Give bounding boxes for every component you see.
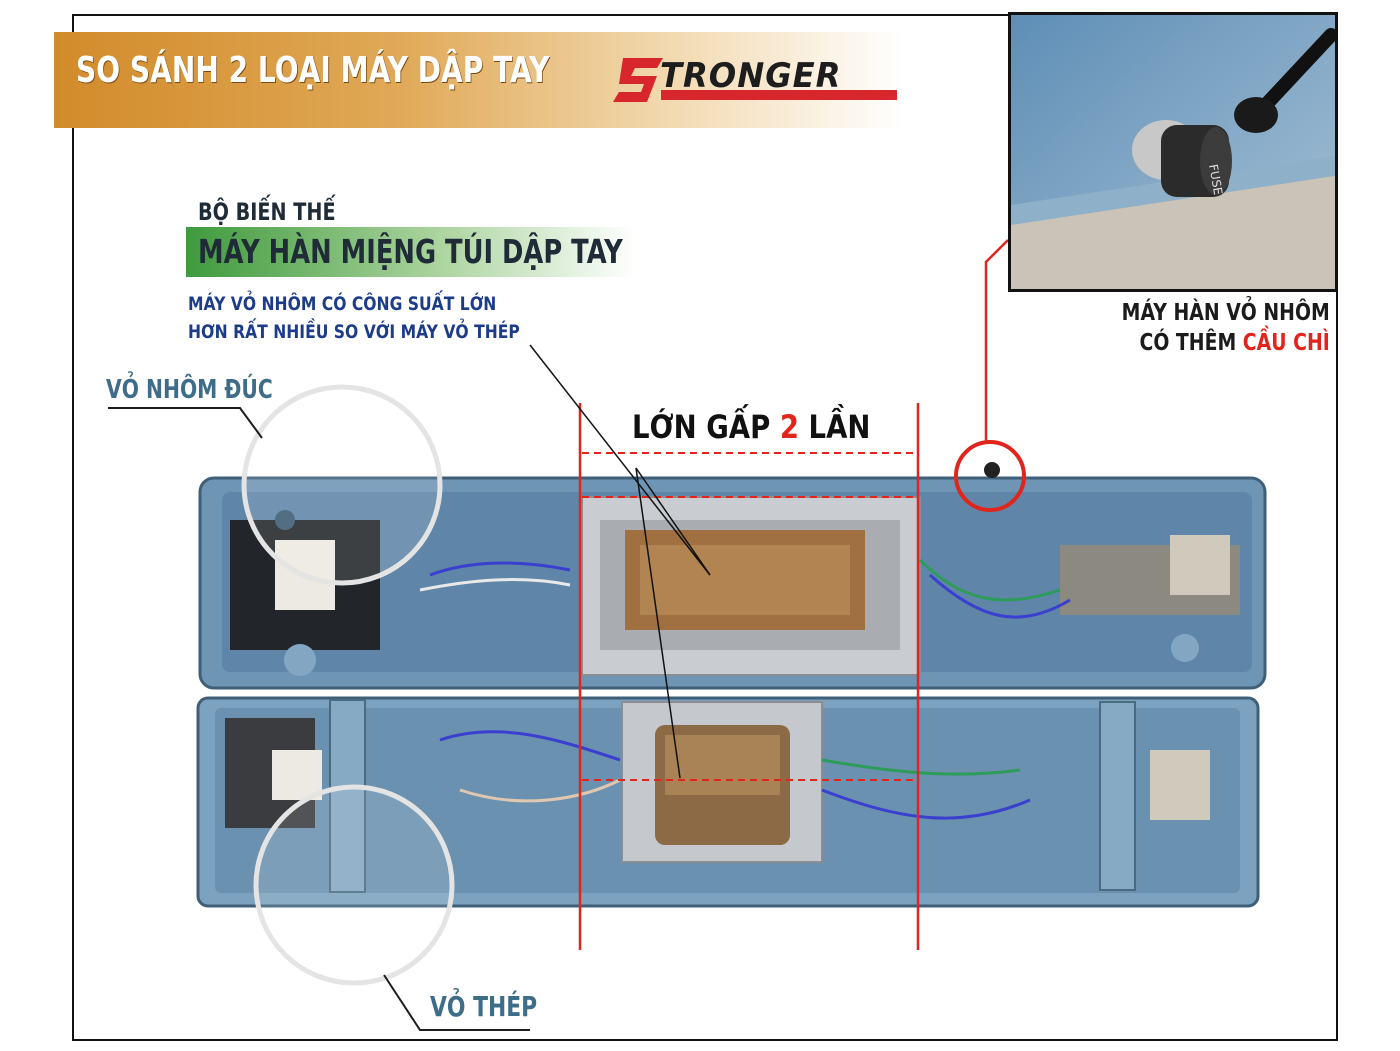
description-line-1: MÁY VỎ NHÔM CÓ CÔNG SUẤT LỚN: [188, 293, 497, 315]
comparison-number: 2: [779, 408, 799, 446]
size-comparison-markers: [578, 403, 920, 950]
highlight-banner: [186, 227, 636, 277]
fuse-highlight-circle: [954, 440, 1026, 512]
comparison-suffix: LẦN: [798, 408, 871, 446]
description-line-2: HƠN RẤT NHIỀU SO VỚI MÁY VỎ THÉP: [188, 321, 520, 343]
aluminum-machine: [198, 476, 1267, 690]
fuse-caption-prefix: CÓ THÊM: [1139, 330, 1244, 356]
steel-machine: [196, 696, 1260, 908]
title-banner: [54, 32, 904, 128]
product-heading: MÁY HÀN MIỆNG TÚI DẬP TAY: [198, 232, 623, 271]
page-title: SO SÁNH 2 LOẠI MÁY DẬP TAY: [76, 50, 550, 91]
fuse-word: CẦU CHÌ: [1243, 330, 1330, 356]
transformer-label: BỘ BIẾN THẾ: [198, 198, 336, 226]
fuse-caption-line-2: CÓ THÊM CẦU CHÌ: [1122, 328, 1330, 358]
brand-name: TRONGER: [660, 56, 842, 96]
aluminum-magnifier: [241, 384, 443, 586]
fuse-caption-line-1: MÁY HÀN VỎ NHÔM: [1121, 300, 1330, 326]
callout-lines: [529, 344, 711, 779]
comparison-prefix: LỚN GẤP: [632, 408, 780, 446]
aluminum-case-label: VỎ NHÔM ĐÚC: [106, 375, 273, 405]
stronger-logo: [613, 58, 897, 102]
fuse-cap-text: FUSE: [1206, 163, 1225, 196]
steel-magnifier: [253, 784, 455, 986]
steel-case-label: VỎ THÉP: [430, 990, 538, 1023]
fuse-closeup-photo: FUSE: [1008, 12, 1338, 292]
content-frame: [72, 14, 1338, 1041]
size-comparison-label: LỚN GẤP 2 LẦN: [632, 408, 870, 446]
fuse-caption: MÁY HÀN VỎ NHÔM CÓ THÊM CẦU CHÌ: [1122, 298, 1330, 358]
